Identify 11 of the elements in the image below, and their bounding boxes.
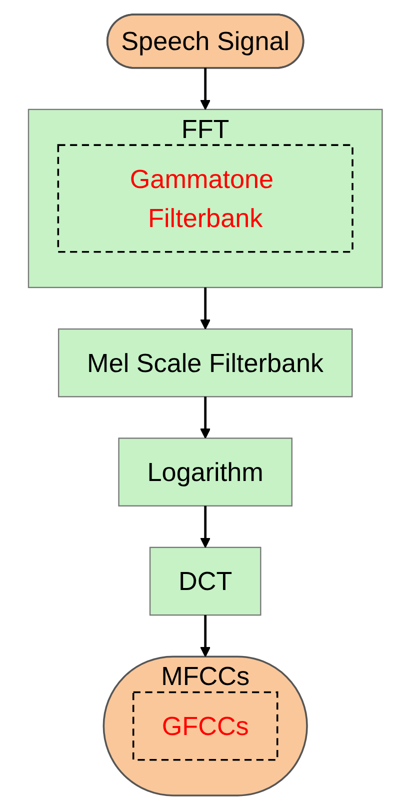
arrow	[200, 67, 211, 110]
arrow	[200, 614, 211, 657]
arrow	[200, 287, 211, 330]
node-box	[58, 328, 353, 397]
node-box	[118, 437, 293, 506]
node-box	[57, 144, 354, 252]
node-box	[132, 690, 278, 760]
node-box	[150, 546, 262, 616]
arrow	[200, 396, 211, 438]
arrow	[200, 505, 211, 548]
cluster	[28, 108, 383, 288]
